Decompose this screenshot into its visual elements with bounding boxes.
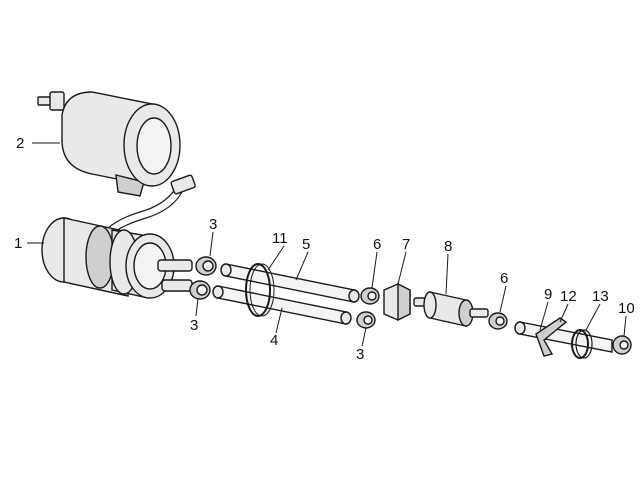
callout-4: 4	[270, 332, 278, 349]
callout-6-right: 6	[500, 270, 508, 287]
part-3-hose-clamp-lower	[189, 280, 211, 300]
callout-3-top: 3	[209, 216, 217, 233]
callout-1: 1	[14, 235, 22, 252]
part-5-upper-hose	[220, 263, 360, 303]
part-3-hose-clamp-right	[356, 311, 376, 329]
callout-5: 5	[302, 236, 310, 253]
callout-7: 7	[402, 236, 410, 253]
leader-lines	[27, 142, 627, 347]
callout-3-right: 3	[356, 346, 364, 363]
part-13-hose-clip	[571, 329, 593, 359]
callout-11: 11	[272, 230, 288, 247]
callout-3-left: 3	[190, 317, 198, 334]
callout-10: 10	[618, 300, 635, 317]
callout-2: 2	[16, 135, 24, 152]
part-10-end-clamp	[612, 335, 632, 355]
callout-9: 9	[544, 286, 552, 303]
part-1-pump-body	[41, 217, 193, 299]
part-11-hose-clip	[245, 263, 275, 317]
part-9-outlet-hose	[514, 321, 613, 353]
callout-13: 13	[592, 288, 609, 305]
part-7-adapter-fitting	[383, 282, 411, 322]
part-12-mounting-bracket	[535, 317, 568, 357]
part-6-hose-clamp-right	[488, 312, 508, 330]
callout-8: 8	[444, 238, 452, 255]
part-2-pump-housing	[37, 91, 181, 197]
callout-6-left: 6	[373, 236, 381, 253]
part-6-hose-clamp-left	[360, 287, 380, 305]
part-8-fuel-filter	[413, 291, 489, 327]
part-3-hose-clamp-upper	[195, 256, 217, 276]
wire-connector	[107, 174, 196, 233]
callout-12: 12	[560, 288, 577, 305]
